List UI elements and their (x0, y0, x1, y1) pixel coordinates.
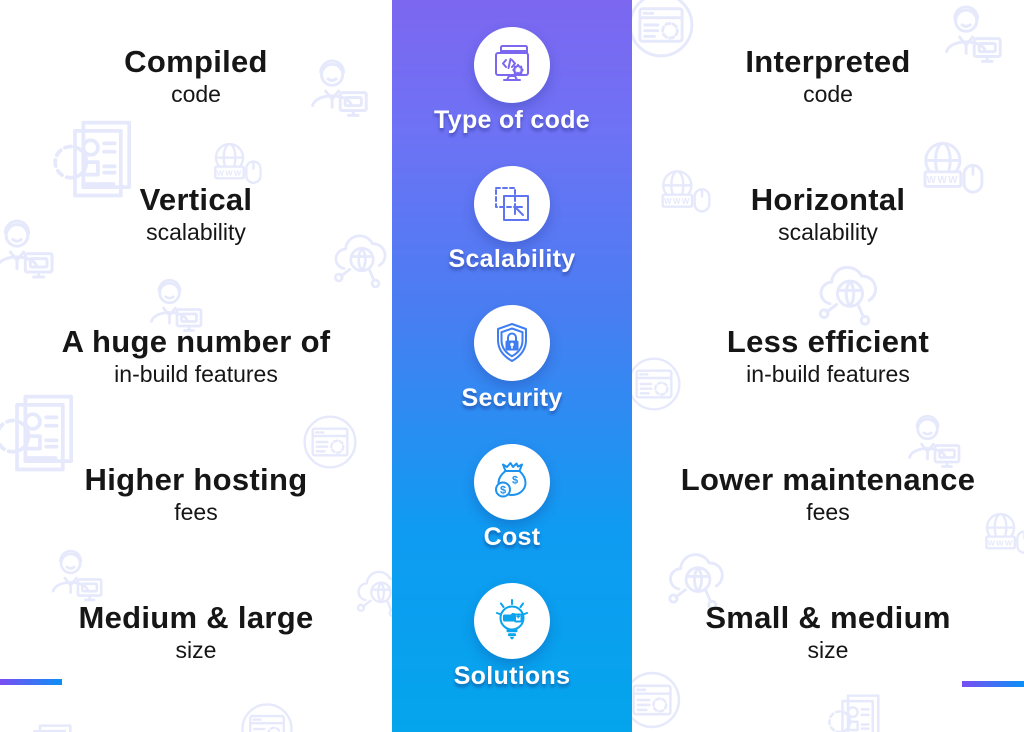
left-subtitle: code (171, 80, 221, 107)
left-row-security: A huge number of in-build features (0, 324, 392, 388)
right-subtitle: code (803, 80, 853, 107)
right-title: Less efficient (726, 324, 930, 359)
documents-gear-icon (18, 716, 84, 732)
left-row-type-of-code: Compiled code (0, 44, 392, 108)
corner-accent-bar-right (962, 681, 1024, 687)
corner-accent-bar-left (0, 679, 62, 685)
shield-lock-icon (488, 319, 536, 367)
solutions-circle (474, 583, 550, 659)
bulb-puzzle-icon (488, 597, 536, 645)
left-row-solutions: Medium & large size (0, 600, 392, 664)
browser-gear-icon (236, 698, 298, 732)
left-row-cost: Higher hosting fees (0, 462, 392, 526)
category-label-security: Security (461, 384, 563, 412)
left-row-scalability: Vertical scalability (0, 182, 392, 246)
money-bag-icon (488, 458, 536, 506)
scalability-circle (474, 166, 550, 242)
code-window-monitor-icon (488, 41, 536, 89)
left-title: Vertical (139, 182, 253, 217)
right-subtitle: in-build features (746, 360, 910, 387)
right-row-cost: Lower maintenance fees (632, 462, 1024, 526)
right-row-security: Less efficient in-build features (632, 324, 1024, 388)
right-subtitle: fees (806, 498, 850, 525)
right-row-type-of-code: Interpreted code (632, 44, 1024, 108)
category-label-cost: Cost (483, 523, 541, 551)
left-title: A huge number of (61, 324, 331, 359)
left-subtitle: in-build features (114, 360, 278, 387)
right-title: Interpreted (745, 44, 911, 79)
cost-circle (474, 444, 550, 520)
left-subtitle: fees (174, 498, 218, 525)
security-circle (474, 305, 550, 381)
right-title: Lower maintenance (680, 462, 976, 497)
right-row-solutions: Small & medium size (632, 600, 1024, 664)
category-label-solutions: Solutions (453, 662, 571, 690)
left-subtitle: scalability (146, 218, 246, 245)
right-row-scalability: Horizontal scalability (632, 182, 1024, 246)
resize-squares-icon (488, 180, 536, 228)
right-subtitle: size (807, 636, 849, 663)
documents-gear-icon (826, 686, 892, 732)
right-subtitle: scalability (778, 218, 878, 245)
cloud-network-icon (810, 252, 890, 332)
category-label-type-of-code: Type of code (434, 106, 590, 134)
left-title: Higher hosting (84, 462, 308, 497)
left-subtitle: size (175, 636, 217, 663)
right-title: Small & medium (705, 600, 951, 635)
category-label-scalability: Scalability (448, 245, 576, 273)
type-of-code-circle (474, 27, 550, 103)
left-title: Compiled (124, 44, 268, 79)
right-title: Horizontal (750, 182, 906, 217)
left-title: Medium & large (78, 600, 314, 635)
